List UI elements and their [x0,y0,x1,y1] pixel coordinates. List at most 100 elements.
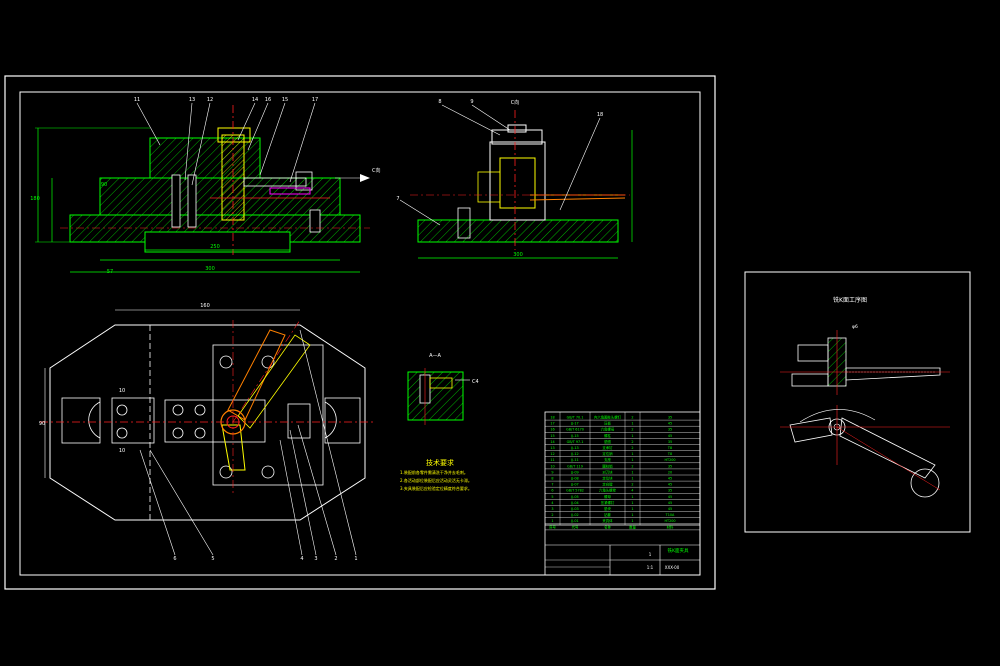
parts-cell: 圆柱销 [602,463,613,468]
parts-cell: GB/T 70.1 [567,416,584,420]
parts-cell: 14 [550,440,554,444]
parts-cell: GB/T 6170 [566,428,584,432]
section-title: A—A [429,353,441,359]
top-view [40,309,375,556]
tech-req-title: 技术要求 [426,458,454,467]
top-dim-a: 10 [119,388,125,394]
parts-cell: 1 [631,513,633,517]
outer-sheet-frame [4,75,716,590]
parts-cell: 2 [631,428,633,432]
parts-cell: GB/T 5782 [566,489,584,493]
top-callout-1: 1 [354,556,357,562]
parts-cell: 1 [631,495,633,499]
front-view [35,102,370,273]
parts-cell: 45 [668,501,672,505]
parts-cell: 压板 [604,421,611,426]
parts-cell: JJ-01 [570,519,578,523]
parts-cell: 12 [550,452,554,456]
parts-cell: 1 [631,470,633,474]
parts-cell: 1 [631,422,633,426]
parts-cell: JJ-04 [570,501,578,505]
parts-cell: 垫块 [604,506,611,511]
side-base-plate [417,219,619,243]
parts-cell: 45 [668,434,672,438]
parts-cell: T8 [667,446,672,450]
parts-cell: 1 [631,458,633,462]
drawing-no: XXX-00 [665,565,680,570]
parts-cell: JJ-15 [570,434,578,438]
parts-cell: 45 [668,422,672,426]
parts-cell: 压紧螺钉 [601,500,615,505]
parts-cell: 1 [631,434,633,438]
parts-cell: 1 [551,519,553,523]
top-callout-6: 6 [173,556,176,562]
parts-cell: 17 [550,422,554,426]
parts-cell: 20 [668,470,672,474]
parts-cell: 六角螺母 [601,427,615,432]
front-dim-overall: 300 [205,266,215,272]
parts-cell: 8 [551,477,553,481]
front-dim-offset: 57 [107,269,113,275]
parts-cell: 4 [631,489,633,493]
top-dim-width: 160 [200,303,210,309]
parts-cell: JJ-17 [570,422,578,426]
parts-cell: 对刀块 [602,469,613,474]
detail-panel-frame [744,271,971,533]
front-dim-height: 180 [30,196,40,202]
parts-cell: 2 [631,440,633,444]
parts-cell: JJ-12 [570,452,578,456]
title-block [544,411,701,576]
front-callout-14: 14 [252,97,258,103]
parts-cell: 15 [550,434,554,438]
parts-cell: 7 [551,483,553,487]
side-view [399,104,633,259]
parts-cell: 9 [551,470,553,474]
parts-cell: JJ-11 [570,458,578,462]
front-callout-16: 16 [265,97,271,103]
parts-cell: 45 [668,507,672,511]
detail-drawing [780,330,950,498]
detail-title: 铣K面工序图 [833,296,867,304]
parts-cell: JJ-07 [570,483,578,487]
top-base-outline [49,324,366,521]
front-view-tag: C向 [372,167,381,174]
parts-cell: 16 [550,428,554,432]
parts-cell: 3 [551,507,553,511]
parts-header-cell: 材料 [667,524,674,529]
parts-cell: JJ-13 [570,446,578,450]
parts-cell: 1 [631,477,633,481]
section-view [407,368,470,425]
front-callout-11: 11 [134,97,140,103]
parts-cell: 45 [668,483,672,487]
parts-header-cell: 名称 [604,524,611,529]
parts-header-cell: 代号 [572,524,579,529]
parts-cell: 2 [631,483,633,487]
parts-cell: 支座 [604,457,611,462]
parts-cell: 35 [668,489,672,493]
parts-cell: 35 [668,464,672,468]
front-callout-13: 13 [189,97,195,103]
front-callout-17: 17 [312,97,318,103]
parts-cell: 定位块 [602,476,613,481]
side-callout-18: 18 [597,112,603,118]
side-callout-9: 9 [470,99,473,105]
top-dim-height: 90 [39,421,45,427]
parts-cell: 夹具体 [602,518,613,523]
parts-cell: 35 [668,440,672,444]
top-callout-3: 3 [314,556,317,562]
side-callout-8: 8 [438,99,441,105]
front-dim-height-2: 90 [101,182,107,188]
tech-req-line-1: 1.装配前各零件需清洗干净并去毛刺。 [400,469,468,475]
parts-cell: 钻套 [604,512,611,517]
parts-header-cell: 数量 [629,524,636,529]
front-dim-base: 250 [210,244,220,250]
parts-cell: 35 [668,416,672,420]
drawing-name: 铣K面夹具 [668,547,689,554]
parts-cell: T8 [667,452,672,456]
drawing-scale: 1:1 [647,565,654,570]
top-callout-5: 5 [211,556,214,562]
parts-cell: 2 [631,446,633,450]
parts-cell: 定位销 [602,451,613,456]
tech-req-line-2: 2.各活动部位装配后应活动灵活无卡滞。 [400,477,472,483]
